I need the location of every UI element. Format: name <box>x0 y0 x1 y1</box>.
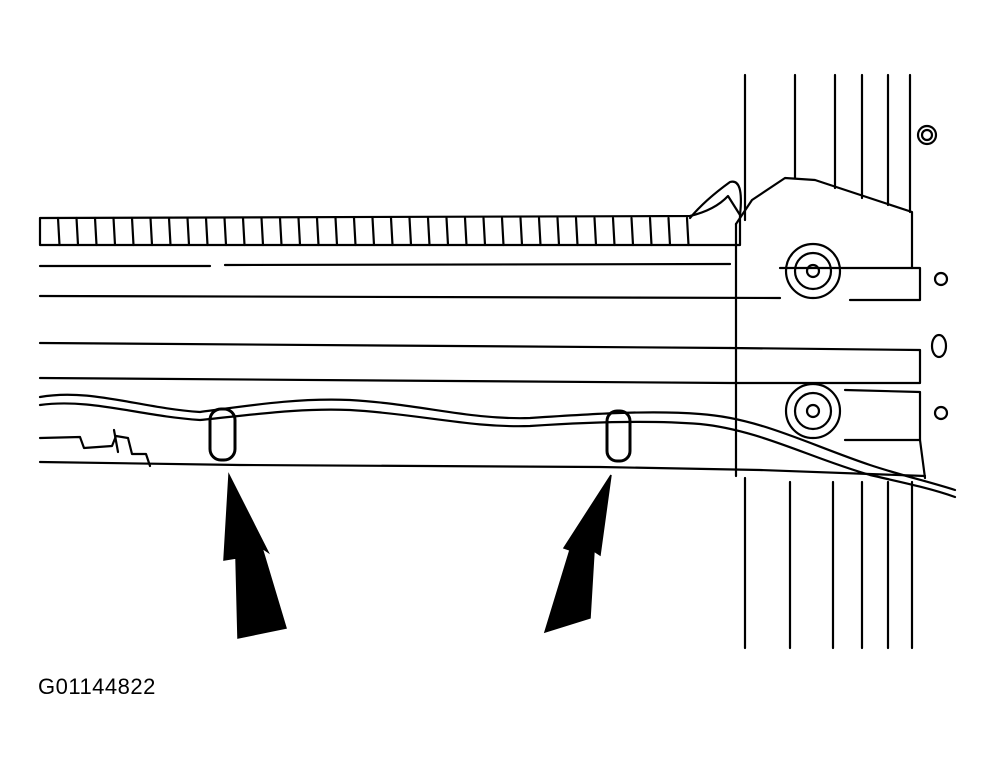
rail-bolt <box>786 126 947 438</box>
clip-pointer-arrow <box>224 475 611 638</box>
harness-clip <box>210 409 630 461</box>
wiring-harness <box>40 395 955 497</box>
figure-id-label: G01144822 <box>38 674 156 699</box>
radiator-core <box>745 75 912 648</box>
upper-bracket <box>736 178 912 268</box>
frame-rail <box>40 224 925 478</box>
fin-strip <box>40 182 741 245</box>
